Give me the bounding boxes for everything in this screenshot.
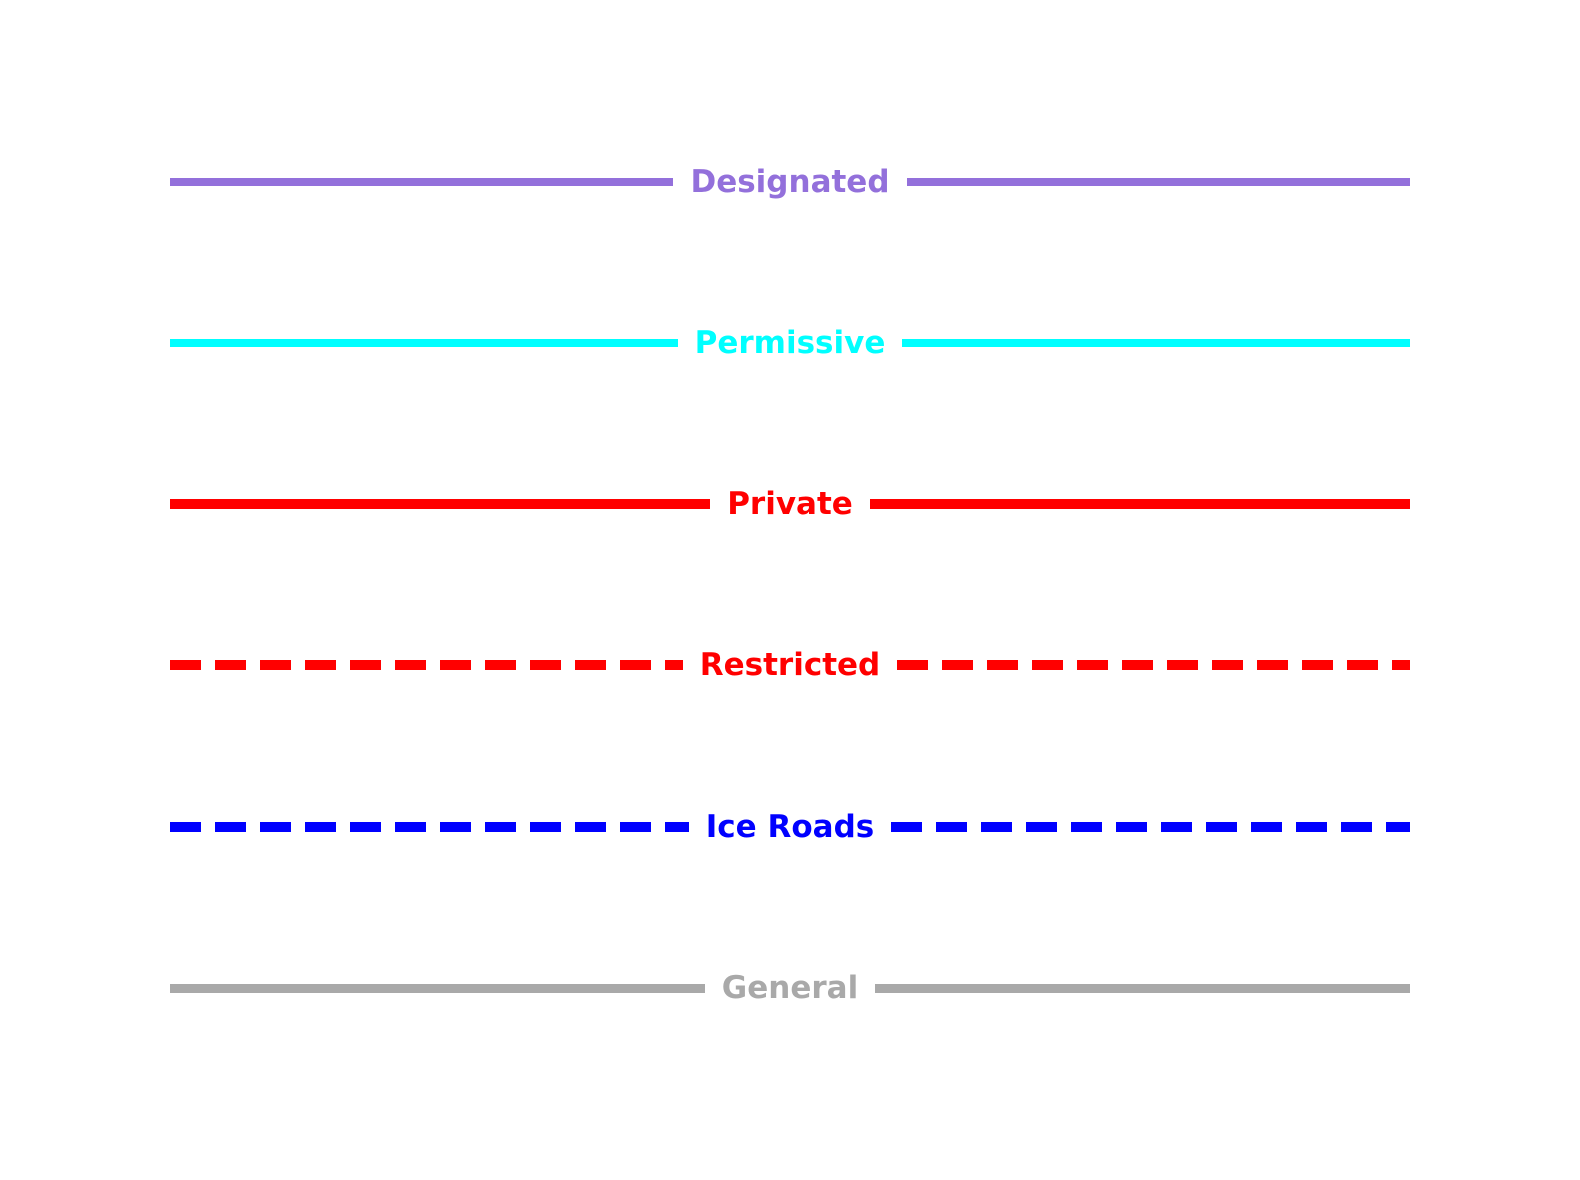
ice-roads-line-right [891, 822, 1410, 832]
designated-label: Designated [690, 164, 890, 200]
permissive-line-right [902, 339, 1411, 347]
legend-row-general: General [170, 966, 1410, 1010]
private-line-right [869, 499, 1411, 509]
ice-roads-label: Ice Roads [705, 809, 875, 845]
restricted-label: Restricted [699, 647, 881, 683]
legend-row-private: Private [170, 482, 1411, 526]
general-line-left [170, 983, 705, 993]
designated-line-right [906, 178, 1410, 186]
restricted-line-right [897, 660, 1410, 670]
legend-row-ice-roads: Ice Roads [170, 805, 1410, 849]
permissive-line-left [170, 339, 678, 347]
designated-line-left [170, 178, 674, 186]
private-label: Private [727, 486, 853, 522]
legend-row-designated: Designated [170, 160, 1410, 204]
restricted-line-left [170, 660, 683, 670]
general-line-right [875, 983, 1410, 993]
private-line-left [170, 499, 711, 509]
legend-row-permissive: Permissive [170, 321, 1411, 365]
legend-row-restricted: Restricted [170, 643, 1410, 687]
general-label: General [721, 970, 859, 1006]
permissive-label: Permissive [694, 325, 886, 361]
ice-roads-line-left [170, 822, 689, 832]
